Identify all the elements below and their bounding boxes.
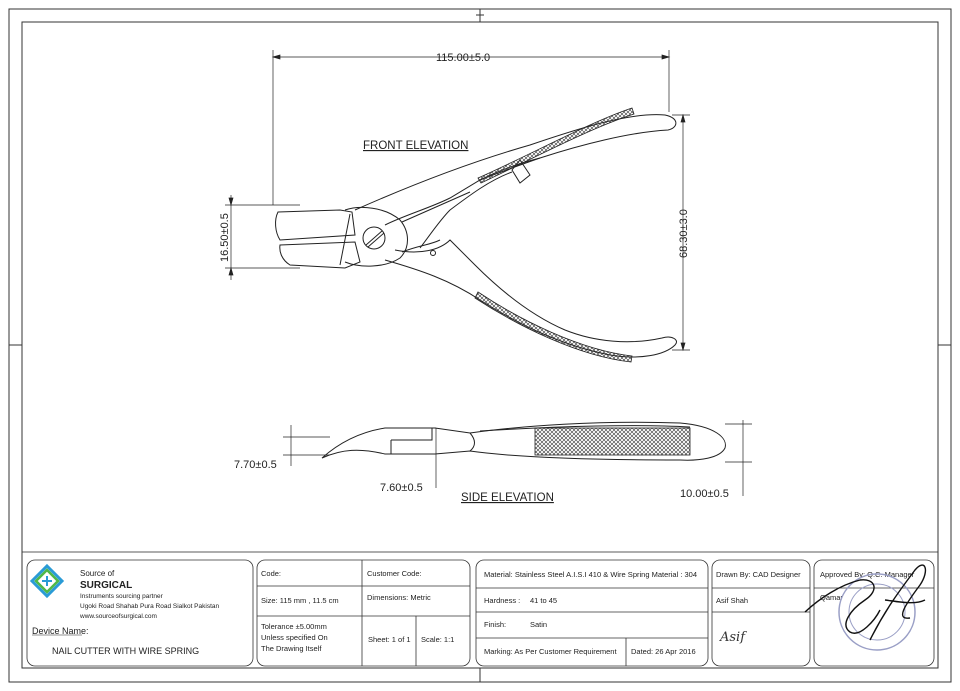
- handle-span-dim: 68.30±3.0: [678, 209, 690, 258]
- side-grip-knurl: [534, 427, 691, 456]
- jaw-thickness-dim: 7.60±0.5: [380, 482, 423, 494]
- dimensions-field: Dimensions: Metric: [367, 593, 431, 602]
- material-field: Material: Stainless Steel A.I.S.I 410 & …: [484, 570, 697, 579]
- finish-label: Finish:: [484, 620, 506, 629]
- lower-grip-knurl: [474, 291, 633, 363]
- device-name-label: Device Name:: [32, 626, 89, 636]
- size-field: Size: 115 mm , 11.5 cm: [261, 596, 339, 605]
- drawn-by-signature: Asif: [719, 630, 747, 645]
- handle-thickness-dim: 10.00±0.5: [680, 488, 729, 500]
- approval-signature: [804, 564, 927, 641]
- dated-field: Dated: 26 Apr 2016: [631, 647, 696, 656]
- center-marks: [9, 9, 951, 682]
- hardness-label: Hardness :: [484, 596, 520, 605]
- jaw-height-dim: 16.50±0.5: [219, 213, 231, 262]
- finish-value: Satin: [530, 620, 547, 629]
- company-address: Ugoki Road Shahab Pura Road Sialkot Paki…: [80, 603, 219, 610]
- tolerance-line-3: The Drawing Itself: [261, 644, 322, 653]
- tip-thickness-dim: 7.70±0.5: [234, 459, 277, 471]
- drawn-by-field: Drawn By: CAD Designer: [716, 570, 801, 579]
- side-dimension-lines: [283, 420, 752, 496]
- side-elevation-label: SIDE ELEVATION: [461, 492, 554, 504]
- company-website: www.sourceofsurgical.com: [79, 613, 157, 620]
- code-field: Code:: [261, 569, 281, 578]
- company-tagline: Instruments sourcing partner: [80, 593, 164, 600]
- tolerance-line-1: Tolerance ±5.00mm: [261, 622, 327, 631]
- customer-code-field: Customer Code:: [367, 569, 422, 578]
- qc-name: Qamar: [820, 593, 843, 602]
- front-elevation-drawing: [275, 114, 677, 358]
- drawn-by-name: Asif Shah: [716, 596, 748, 605]
- logo-source-of: Source of: [80, 569, 115, 578]
- approval-stamp: [838, 573, 916, 651]
- overall-length-dim: 115.00±5.0: [436, 52, 490, 64]
- front-elevation-label: FRONT ELEVATION: [363, 140, 468, 152]
- upper-grip-knurl: [477, 107, 635, 184]
- device-name: NAIL CUTTER WITH WIRE SPRING: [52, 646, 199, 656]
- sheet-field: Sheet: 1 of 1: [368, 635, 411, 644]
- tolerance-line-2: Unless specified On: [261, 633, 328, 642]
- front-dimension-lines: [225, 50, 690, 352]
- hardness-value: 41 to 45: [530, 596, 557, 605]
- scale-field: Scale: 1:1: [421, 635, 454, 644]
- logo-surgical: SURGICAL: [80, 580, 132, 591]
- title-block: [21, 551, 939, 669]
- side-elevation-drawing: [321, 421, 726, 461]
- marking-field: Marking: As Per Customer Requirement: [484, 647, 617, 656]
- company-logo: [29, 563, 65, 599]
